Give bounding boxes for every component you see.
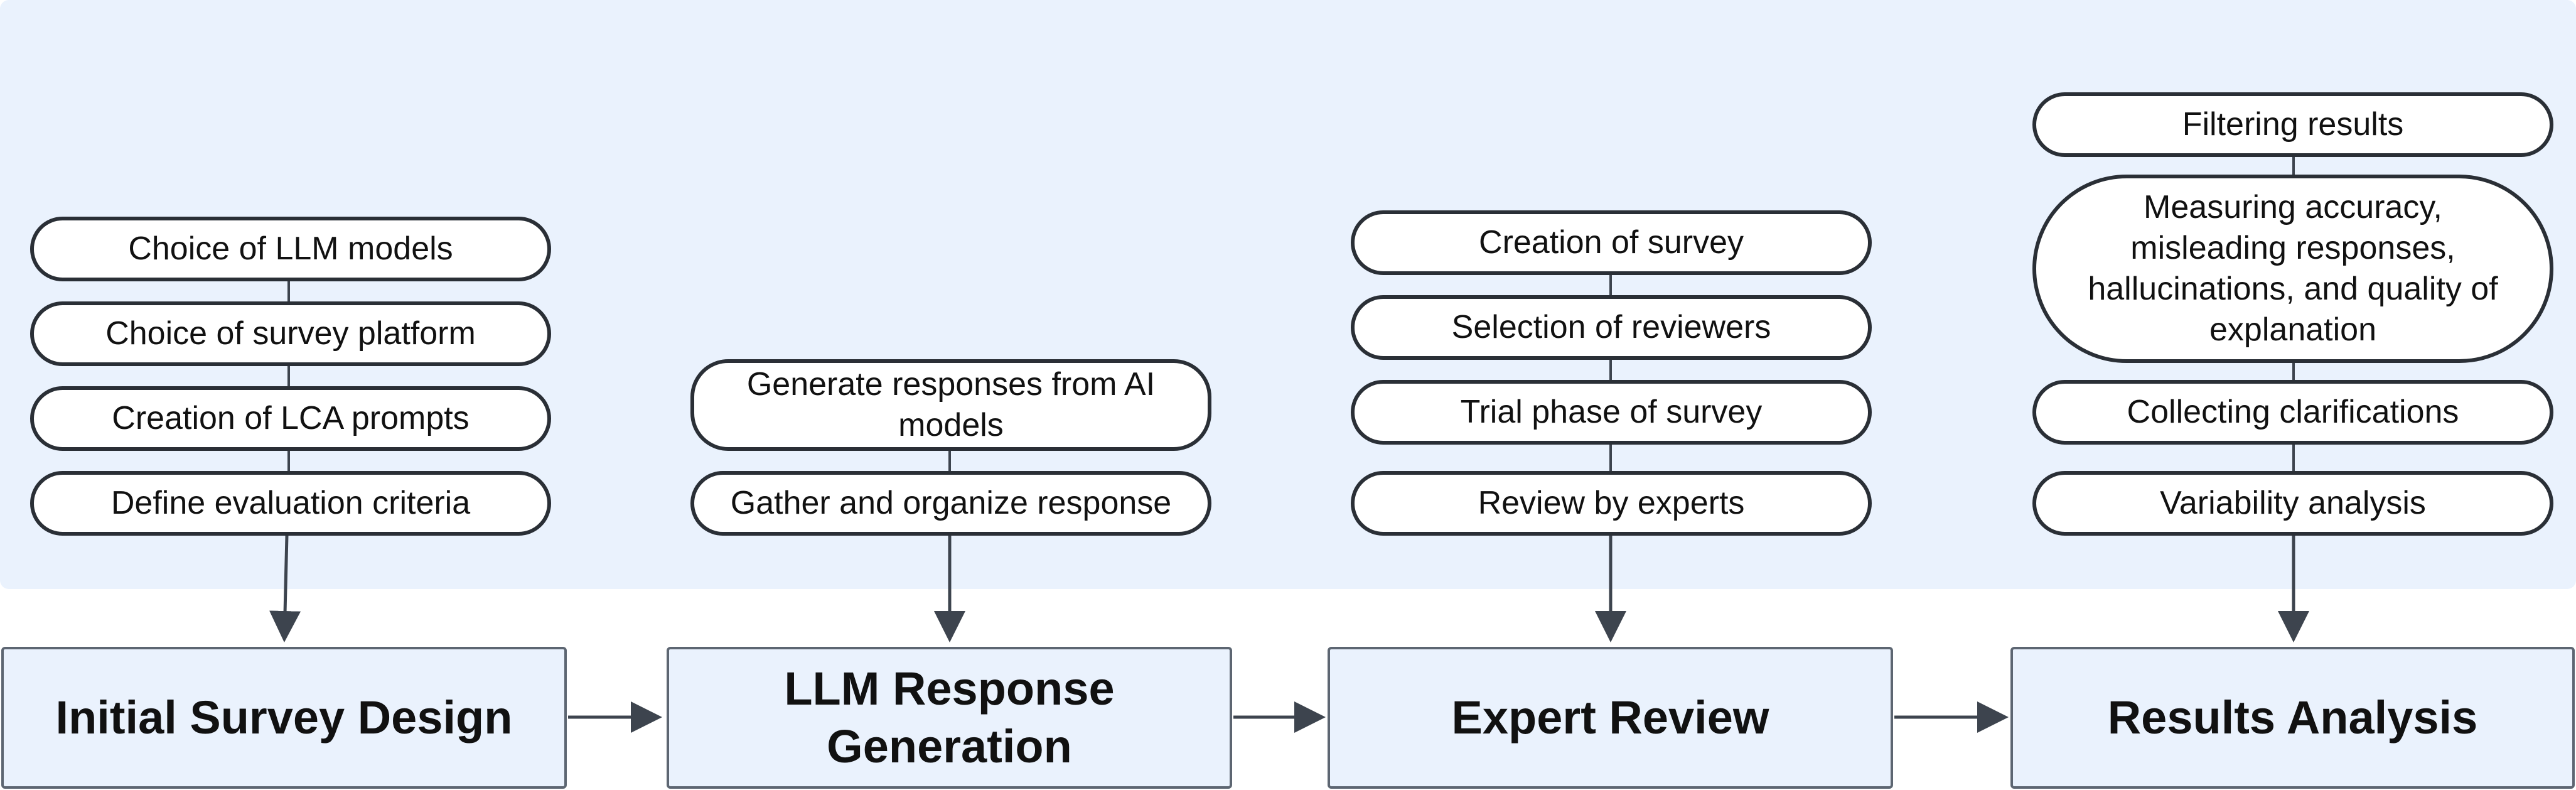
task-creation-of-survey: Creation of survey <box>1351 210 1872 275</box>
task-filtering-results: Filtering results <box>2032 92 2553 157</box>
stage-llm-response-generation: LLM Response Generation <box>667 647 1232 789</box>
task-creation-of-lca-prompts: Creation of LCA prompts <box>30 386 551 451</box>
task-review-by-experts: Review by experts <box>1351 471 1872 536</box>
task-variability-analysis: Variability analysis <box>2032 471 2553 536</box>
task-collecting-clarifications: Collecting clarifications <box>2032 380 2553 445</box>
stage-initial-survey-design: Initial Survey Design <box>1 647 567 789</box>
task-choice-of-survey-platform: Choice of survey platform <box>30 301 551 366</box>
task-measuring-accuracy: Measuring accuracy, misleading responses… <box>2032 175 2553 363</box>
task-choice-of-llm-models: Choice of LLM models <box>30 217 551 281</box>
task-trial-phase-of-survey: Trial phase of survey <box>1351 380 1872 445</box>
task-selection-of-reviewers: Selection of reviewers <box>1351 295 1872 360</box>
task-generate-responses: Generate responses from AI models <box>690 359 1211 451</box>
stage-results-analysis: Results Analysis <box>2010 647 2575 789</box>
task-define-evaluation-criteria: Define evaluation criteria <box>30 471 551 536</box>
task-gather-and-organize-response: Gather and organize response <box>690 471 1211 536</box>
down-arrow <box>269 535 301 642</box>
stage-expert-review: Expert Review <box>1328 647 1893 789</box>
